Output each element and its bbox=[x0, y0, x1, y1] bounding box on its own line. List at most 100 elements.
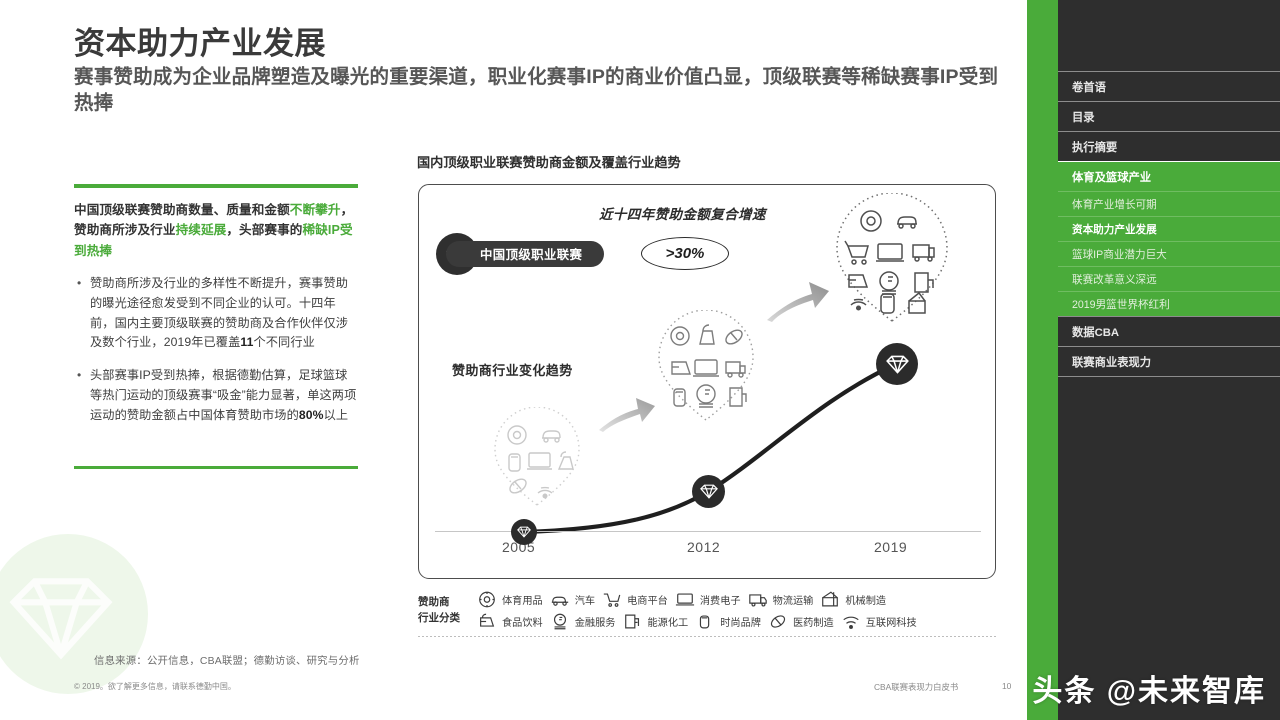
legend-item-金融服务: 金融服务 bbox=[549, 611, 616, 631]
sidebar-item-目录[interactable]: 目录 bbox=[1058, 101, 1280, 131]
data-point-2019 bbox=[876, 343, 918, 385]
legend-item-能源化工: 能源化工 bbox=[622, 611, 689, 631]
bullet-marker: • bbox=[77, 276, 82, 291]
legend-item-label: 机械制造 bbox=[845, 595, 887, 607]
wifi-icon bbox=[840, 611, 862, 631]
legend-item-时尚品牌: 时尚品牌 bbox=[694, 611, 761, 631]
legend-divider bbox=[418, 636, 996, 637]
lead-paragraph: 中国顶级联赛赞助商数量、质量和金额不断攀升，赞助商所涉及行业持续延展，头部赛事的… bbox=[74, 200, 358, 261]
cagr-value-oval: >30% bbox=[641, 237, 729, 270]
sidebar-item-label: 联赛商业表现力 bbox=[1072, 356, 1152, 369]
sidebar-item-label: 体育及篮球产业 bbox=[1072, 171, 1152, 184]
legend-item-label: 体育用品 bbox=[502, 595, 543, 607]
laptop-icon bbox=[674, 589, 696, 609]
cagr-caption: 近十四年赞助金额复合增速 bbox=[599, 207, 766, 222]
industry-cluster-2005 bbox=[491, 406, 583, 512]
chart-legend: 赞助商 行业分类 体育用品 汽车 电商平台 消费电子 物流运输 机械制造食品饮料 金融服务 能… bbox=[418, 588, 996, 637]
sidebar-item-label: 执行摘要 bbox=[1072, 141, 1118, 154]
sidebar-item-label: 数据CBA bbox=[1072, 326, 1120, 339]
fuel-pump-icon bbox=[622, 611, 644, 631]
sidebar-item-资本助力产业发展[interactable]: 资本助力产业发展 bbox=[1058, 216, 1280, 241]
industry-cluster-2012 bbox=[654, 309, 758, 427]
diamond-watermark-icon bbox=[9, 578, 113, 660]
sidebar-bottom-rule bbox=[1058, 376, 1280, 382]
sidebar-item-label: 篮球IP商业潜力巨大 bbox=[1072, 248, 1167, 261]
sidebar-item-label: 目录 bbox=[1072, 111, 1095, 124]
page-header: 资本助力产业发展 赛事赞助成为企业品牌塑造及曝光的重要渠道，职业化赛事IP的商业… bbox=[74, 26, 1004, 116]
car-icon bbox=[549, 589, 571, 609]
data-point-2012 bbox=[692, 475, 725, 508]
industry-cluster-2019 bbox=[831, 192, 953, 328]
left-text-column: 中国顶级联赛赞助商数量、质量和金额不断攀升，赞助商所涉及行业持续延展，头部赛事的… bbox=[74, 184, 358, 439]
page-subtitle: 赛事赞助成为企业品牌塑造及曝光的重要渠道，职业化赛事IP的商业价值凸显，顶级联赛… bbox=[74, 65, 999, 114]
copyright-note: © 2019。欲了解更多信息，请联系德勤中国。 bbox=[74, 682, 236, 691]
legend-item-体育用品: 体育用品 bbox=[476, 589, 543, 609]
sidebar-item-2019男篮世界杯红利[interactable]: 2019男篮世界杯红利 bbox=[1058, 291, 1280, 316]
page-number: 10 bbox=[1002, 681, 1012, 691]
legend-item-label: 物流运输 bbox=[772, 595, 814, 607]
document-name-footer: CBA联赛表现力白皮书 bbox=[874, 682, 959, 692]
legend-item-label: 电商平台 bbox=[627, 595, 668, 607]
lead-part-5: 稀缺IP受到热捧 bbox=[74, 223, 353, 258]
legend-title-line2: 行业分类 bbox=[418, 612, 460, 624]
sidebar-item-label: 2019男篮世界杯红利 bbox=[1072, 298, 1170, 311]
sidebar-item-卷首语[interactable]: 卷首语 bbox=[1058, 71, 1280, 101]
x-axis-line bbox=[435, 531, 981, 532]
sidebar-item-执行摘要[interactable]: 执行摘要 bbox=[1058, 131, 1280, 161]
legend-item-label: 互联网科技 bbox=[865, 617, 917, 629]
legend-row: 食品饮料 金融服务 能源化工 时尚品牌 医药制造 互联网科技 bbox=[476, 610, 996, 632]
bullet-text: 赞助商所涉及行业的多样性不断提升，赛事赞助的曝光途径愈发受到不同企业的认可。十四… bbox=[90, 276, 349, 350]
legend-item-label: 汽车 bbox=[574, 595, 596, 607]
top-accent-rule bbox=[74, 184, 358, 188]
bottle-icon bbox=[476, 611, 498, 631]
legend-title-line1: 赞助商 bbox=[418, 595, 450, 608]
euro-coin-icon bbox=[549, 611, 571, 631]
legend-items-grid: 体育用品 汽车 电商平台 消费电子 物流运输 机械制造食品饮料 金融服务 能源化工 时尚品牌 医药… bbox=[476, 588, 996, 632]
legend-item-汽车: 汽车 bbox=[549, 589, 595, 609]
bottom-accent-rule bbox=[74, 466, 358, 469]
sidebar-panel bbox=[1058, 0, 1280, 720]
x-tick-2019: 2019 bbox=[874, 539, 908, 555]
sidebar-item-label: 卷首语 bbox=[1072, 81, 1106, 94]
chart-title: 国内顶级职业联赛赞助商金额及覆盖行业趋势 bbox=[417, 155, 681, 170]
bullet-marker: • bbox=[77, 368, 82, 383]
sidebar-item-label: 体育产业增长可期 bbox=[1072, 198, 1157, 211]
legend-item-医药制造: 医药制造 bbox=[767, 611, 834, 631]
growth-arrow-2-icon bbox=[767, 282, 829, 322]
legend-item-label: 时尚品牌 bbox=[720, 617, 761, 629]
legend-item-物流运输: 物流运输 bbox=[747, 589, 814, 609]
sidebar-green-strip bbox=[1027, 0, 1058, 720]
sidebar-item-体育及篮球产业[interactable]: 体育及篮球产业 bbox=[1058, 161, 1280, 191]
sidebar-item-联赛改革意义深远[interactable]: 联赛改革意义深远 bbox=[1058, 266, 1280, 291]
legend-item-label: 医药制造 bbox=[793, 617, 834, 629]
trend-curve bbox=[521, 361, 899, 535]
legend-row: 体育用品 汽车 电商平台 消费电子 物流运输 机械制造 bbox=[476, 588, 996, 610]
lead-part-2: ，赞助商所涉及行业 bbox=[74, 203, 354, 238]
growth-arrow-1-icon bbox=[599, 398, 655, 432]
lead-part-3: 持续延展 bbox=[175, 223, 227, 238]
data-point-2005 bbox=[511, 519, 537, 545]
sidebar-item-数据CBA[interactable]: 数据CBA bbox=[1058, 316, 1280, 346]
sidebar-item-体育产业增长可期[interactable]: 体育产业增长可期 bbox=[1058, 191, 1280, 216]
legend-item-互联网科技: 互联网科技 bbox=[840, 611, 917, 631]
bullet-text: 头部赛事IP受到热捧，根据德勤估算，足球篮球等热门运动的顶级赛事“吸金”能力显著… bbox=[90, 368, 357, 422]
legend-item-label: 能源化工 bbox=[647, 617, 689, 629]
bullet-item: • 赞助商所涉及行业的多样性不断提升，赛事赞助的曝光途径愈发受到不同企业的认可。十… bbox=[74, 274, 358, 353]
sidebar-item-联赛商业表现力[interactable]: 联赛商业表现力 bbox=[1058, 346, 1280, 376]
legend-item-食品饮料: 食品饮料 bbox=[476, 611, 543, 631]
legend-item-label: 消费电子 bbox=[699, 595, 741, 607]
cart-icon bbox=[601, 589, 623, 609]
sidebar-item-label: 联赛改革意义深远 bbox=[1072, 273, 1157, 286]
league-badge: 中国顶级职业联赛 bbox=[446, 241, 605, 267]
bullet-list: • 赞助商所涉及行业的多样性不断提升，赛事赞助的曝光途径愈发受到不同企业的认可。十… bbox=[74, 274, 358, 425]
truck-icon bbox=[747, 589, 769, 609]
sidebar-item-篮球IP商业潜力巨大[interactable]: 篮球IP商业潜力巨大 bbox=[1058, 241, 1280, 266]
trend-caption: 赞助商行业变化趋势 bbox=[452, 363, 573, 378]
legend-item-消费电子: 消费电子 bbox=[674, 589, 741, 609]
legend-item-label: 金融服务 bbox=[574, 617, 616, 629]
sidebar-nav: 卷首语目录执行摘要体育及篮球产业体育产业增长可期资本助力产业发展篮球IP商业潜力… bbox=[1058, 0, 1280, 382]
x-tick-2012: 2012 bbox=[687, 539, 721, 555]
legend-title: 赞助商 行业分类 bbox=[418, 594, 476, 627]
lead-part-4: ，头部赛事的 bbox=[226, 223, 303, 238]
